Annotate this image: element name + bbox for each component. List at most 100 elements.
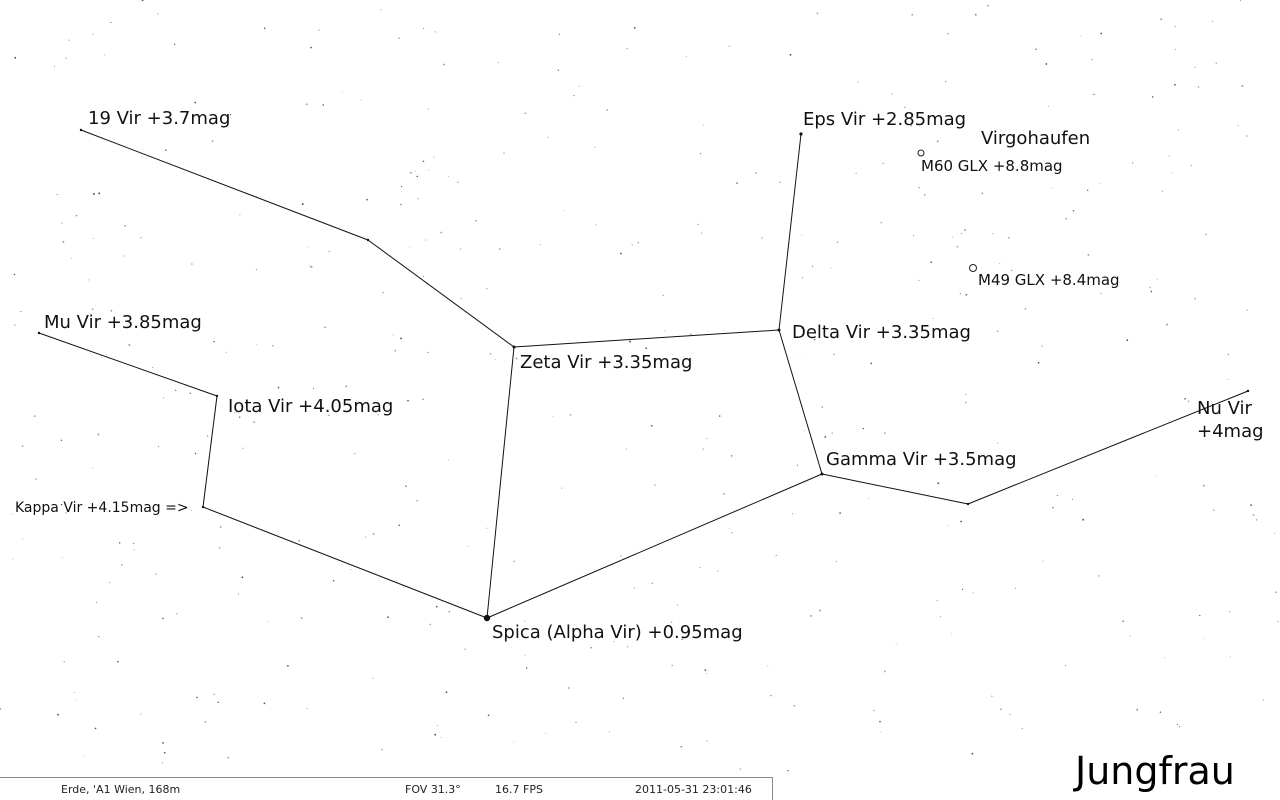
faint-star (489, 352, 492, 355)
faint-star (253, 421, 255, 423)
faint-star (561, 487, 563, 489)
faint-star (552, 416, 554, 418)
faint-star (1041, 345, 1043, 347)
faint-star (1164, 657, 1166, 659)
faint-star (971, 752, 974, 755)
star-spica[interactable] (483, 614, 491, 622)
faint-star (1273, 532, 1275, 534)
faint-star (21, 445, 24, 447)
faint-star (1194, 66, 1196, 68)
faint-star (422, 398, 424, 401)
faint-star (1237, 124, 1239, 126)
faint-star (699, 567, 701, 569)
faint-star (225, 351, 227, 353)
faint-star (381, 748, 383, 751)
star-kappa[interactable] (201, 505, 205, 509)
faint-star (1014, 587, 1017, 590)
constellation-stars (37, 128, 1250, 622)
star-mid19[interactable] (366, 238, 370, 242)
star-delta[interactable] (777, 328, 781, 332)
star-vir19[interactable] (79, 128, 83, 132)
faint-star (1129, 635, 1131, 637)
faint-star (14, 324, 16, 326)
faint-star (1035, 48, 1037, 50)
faint-star (1045, 63, 1048, 65)
star-nu_mid[interactable] (966, 502, 970, 506)
faint-star (163, 751, 166, 754)
faint-star (918, 187, 920, 189)
faint-star (234, 412, 236, 413)
faint-star (118, 542, 121, 544)
faint-star (839, 512, 841, 514)
faint-star (895, 643, 897, 645)
faint-star (1087, 189, 1089, 191)
faint-star (1156, 278, 1158, 280)
faint-star (1160, 18, 1163, 21)
faint-star (717, 570, 719, 572)
faint-star (1100, 32, 1103, 35)
faint-star (206, 435, 209, 437)
faint-star (57, 713, 60, 716)
faint-star (681, 638, 684, 641)
faint-star (801, 234, 803, 236)
faint-star (322, 104, 325, 106)
faint-star (595, 224, 597, 226)
faint-star (33, 415, 36, 417)
faint-star (324, 326, 326, 328)
faint-star (486, 287, 488, 290)
faint-star (400, 185, 403, 188)
faint-star (651, 582, 654, 585)
faint-star (836, 241, 839, 243)
label-m49: M49 GLX +8.4mag (978, 271, 1120, 289)
faint-star (422, 275, 425, 278)
faint-star (498, 62, 499, 64)
label-m60: M60 GLX +8.8mag (921, 157, 1063, 175)
star-mu[interactable] (37, 331, 41, 335)
galaxy-marker-m49[interactable] (969, 264, 977, 272)
star-iota[interactable] (215, 394, 219, 398)
galaxy-marker-m60[interactable] (917, 149, 925, 157)
star-eps[interactable] (799, 132, 803, 136)
faint-star (1010, 269, 1013, 272)
star-gamma[interactable] (820, 472, 824, 476)
faint-star (1241, 85, 1244, 87)
faint-star (965, 393, 967, 395)
faint-star (524, 654, 526, 656)
faint-star (487, 714, 490, 717)
faint-star (703, 124, 704, 126)
constellation-line-spica-gamma (486, 473, 823, 619)
faint-star (372, 532, 375, 535)
faint-star (1100, 292, 1102, 295)
faint-star (824, 436, 827, 438)
faint-star (999, 262, 1001, 265)
faint-star (870, 362, 872, 365)
faint-star (141, 0, 144, 2)
faint-star (513, 560, 515, 563)
faint-star (626, 646, 629, 648)
faint-star (1132, 162, 1134, 164)
faint-star (377, 414, 379, 416)
status-bar: Erde, 'A1 Wien, 168m FOV 31.3° 16.7 FPS … (0, 777, 773, 800)
label-iota-vir: Iota Vir +4.05mag (228, 396, 394, 417)
faint-star (237, 593, 240, 595)
faint-star (591, 636, 593, 638)
faint-star (662, 294, 664, 297)
faint-star (913, 235, 915, 237)
faint-star (1245, 135, 1248, 137)
faint-star (810, 614, 813, 617)
faint-star (1063, 130, 1066, 132)
star-zeta[interactable] (512, 345, 516, 349)
faint-star (382, 291, 384, 294)
faint-star (606, 109, 609, 111)
faint-star (938, 460, 940, 462)
star-nu[interactable] (1246, 389, 1250, 393)
faint-star (960, 520, 962, 523)
faint-star (1194, 297, 1196, 300)
faint-star (190, 510, 192, 512)
faint-star (416, 500, 418, 502)
faint-star (1229, 611, 1231, 613)
faint-star (812, 265, 814, 267)
faint-star (1136, 709, 1138, 711)
faint-star (951, 236, 953, 238)
